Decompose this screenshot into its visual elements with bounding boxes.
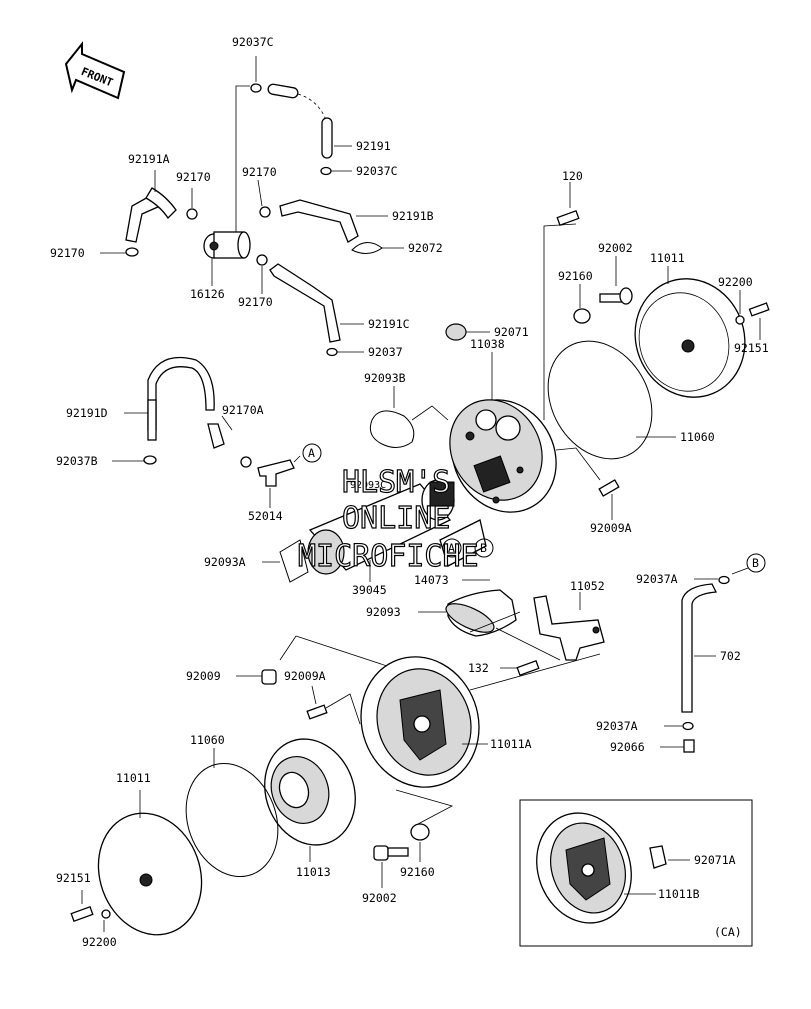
watermark: HLSM'S ONLINE MICROFICHE	[297, 464, 479, 574]
label-92170A: 92170A	[222, 403, 264, 417]
label-52014: 52014	[248, 509, 283, 523]
label-11011-top: 11011	[650, 251, 685, 265]
label-92037B: 92037B	[56, 454, 98, 468]
label-16126: 16126	[190, 287, 225, 301]
label-92009: 92009	[186, 669, 221, 683]
label-92151-bot: 92151	[56, 871, 91, 885]
label-92037C-mid: 92037C	[356, 164, 398, 178]
label-11013: 11013	[296, 865, 331, 879]
housing-11011A	[360, 656, 480, 788]
label-14073: 14073	[414, 573, 449, 587]
label-92002-top: 92002	[598, 241, 633, 255]
label-92200-top: 92200	[718, 275, 753, 289]
label-92009A-left: 92009A	[284, 669, 326, 683]
label-92066: 92066	[610, 740, 645, 754]
callout-a2: A	[448, 541, 455, 555]
callout-b-circle	[474, 538, 494, 558]
rear-housing	[449, 399, 557, 513]
grommet-92071	[445, 323, 467, 341]
ca-inset-frame	[519, 799, 753, 947]
label-92093A: 92093A	[204, 555, 246, 569]
top-cover-11011	[634, 278, 746, 398]
label-92093: 92093	[366, 605, 401, 619]
adapter-39045	[307, 479, 455, 575]
label-92191A: 92191A	[128, 152, 170, 166]
label-92170-b: 92170	[242, 165, 277, 179]
label-92037: 92037	[368, 345, 403, 359]
label-92170-left: 92170	[50, 246, 85, 260]
label-92191C: 92191C	[368, 317, 410, 331]
watermark-line1: HLSM'S	[342, 465, 450, 500]
valve-hose-group	[100, 56, 404, 357]
label-92170-c: 92170	[238, 295, 273, 309]
label-11060-bot: 11060	[190, 733, 225, 747]
label-92191D: 92191D	[66, 406, 108, 420]
label-92071A: 92071A	[694, 853, 736, 867]
label-11052: 11052	[570, 579, 605, 593]
label-92037A-top: 92037A	[636, 572, 678, 586]
label-92200-bot: 92200	[82, 935, 117, 949]
label-702: 702	[720, 649, 741, 663]
label-92151-top: 92151	[734, 341, 769, 355]
label-92093B: 92093B	[364, 371, 406, 385]
label-132: 132	[468, 661, 489, 675]
watermark-line2: ONLINE	[342, 501, 450, 536]
label-92037C-top: 92037C	[232, 35, 274, 49]
label-92170-a: 92170	[176, 170, 211, 184]
bottom-cover-11011	[97, 812, 203, 936]
bracket-11052	[533, 595, 605, 661]
label-11038: 11038	[470, 337, 505, 351]
breather-hose-group	[112, 356, 301, 508]
label-92191B: 92191B	[392, 209, 434, 223]
front-arrow-icon: FRONT	[64, 41, 126, 100]
hose-elbow-92093	[445, 589, 517, 637]
label-92191: 92191	[356, 139, 391, 153]
label-11011-bot: 11011	[116, 771, 151, 785]
label-11011B: 11011B	[658, 887, 700, 901]
callout-b: B	[480, 541, 487, 555]
label-92009A-right: 92009A	[590, 521, 632, 535]
label-92037A-bot: 92037A	[596, 719, 638, 733]
label-92071: 92071	[494, 325, 529, 339]
label-92160-bot: 92160	[400, 865, 435, 879]
label-ca: (CA)	[714, 925, 742, 939]
callout-b2: B	[752, 556, 759, 570]
label-92002-bot: 92002	[362, 891, 397, 905]
label-39045: 39045	[352, 583, 387, 597]
label-92072: 92072	[408, 241, 443, 255]
callout-a2-circle	[442, 538, 462, 558]
callout-a: A	[308, 446, 315, 460]
housing-11011B	[536, 812, 632, 924]
label-92160-top: 92160	[558, 269, 593, 283]
label-11011A: 11011A	[490, 737, 532, 751]
callout-a-circle	[302, 443, 322, 463]
watermark-line3: MICROFICHE	[298, 539, 479, 574]
label-11060-top: 11060	[680, 430, 715, 444]
label-92093-hidden: 92093C	[350, 480, 386, 491]
filter-element-11013	[264, 738, 356, 846]
label-120: 120	[562, 169, 583, 183]
